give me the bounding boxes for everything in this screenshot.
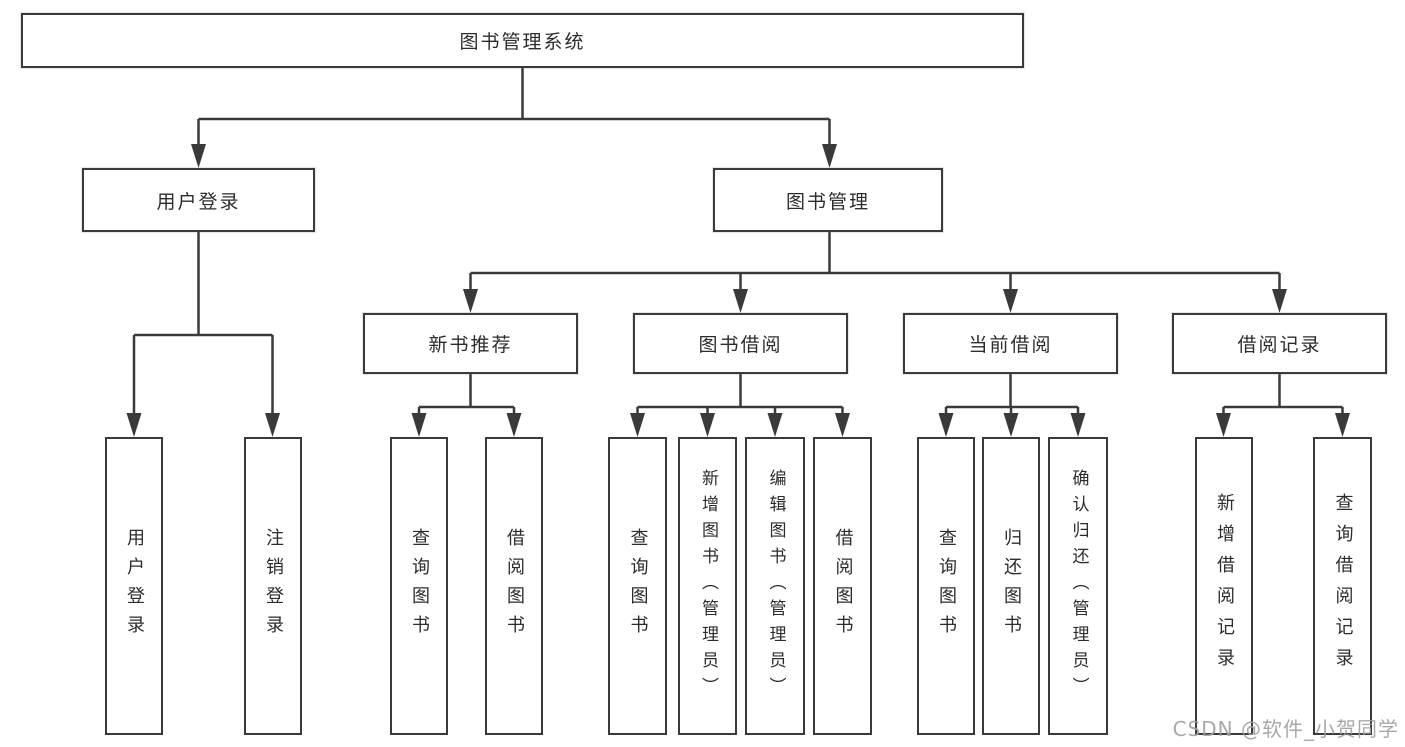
leaf-confirm-return-admin: 确认归还（管理员） xyxy=(1048,437,1108,735)
node-label: 注销登录 xyxy=(263,528,284,644)
node-label: 编辑图书（管理员） xyxy=(765,469,786,703)
leaf-borrow-books: 借阅图书 xyxy=(813,437,872,735)
node-label: 当前借阅 xyxy=(968,334,1053,356)
arrowheads xyxy=(126,144,1350,437)
connector-new-book-children xyxy=(417,374,516,420)
leaf-query-books-recommend: 查询图书 xyxy=(390,437,448,735)
node-label: 借阅图书 xyxy=(504,528,525,644)
leaf-borrow-books-recommend: 借阅图书 xyxy=(485,437,543,735)
leaf-user-login: 用户登录 xyxy=(105,437,163,735)
node-label: 查询图书 xyxy=(627,528,649,644)
leaf-query-books-borrow: 查询图书 xyxy=(608,437,667,735)
node-label: 查询图书 xyxy=(409,528,430,644)
connector-root-to-level2 xyxy=(197,68,831,150)
node-label: 图书管理 xyxy=(785,190,870,213)
connector-borrow-record-children xyxy=(1222,374,1344,420)
node-user-login: 用户登录 xyxy=(82,168,315,232)
leaf-return-books: 归还图书 xyxy=(982,437,1040,735)
node-root: 图书管理系统 xyxy=(21,13,1024,68)
leaf-add-borrow-record: 新增借阅记录 xyxy=(1195,437,1253,735)
leaf-query-borrow-record: 查询借阅记录 xyxy=(1313,437,1372,735)
node-label: 图书借阅 xyxy=(698,334,783,356)
leaf-logout: 注销登录 xyxy=(244,437,302,735)
connector-book-mgmt-to-level3 xyxy=(469,232,1281,296)
node-label: 图书管理系统 xyxy=(459,31,586,53)
node-new-book-recommend: 新书推荐 xyxy=(363,313,578,374)
leaf-edit-books-admin: 编辑图书（管理员） xyxy=(745,437,805,735)
connector-book-borrow-children xyxy=(636,374,844,420)
node-label: 用户登录 xyxy=(156,190,241,213)
node-current-borrow: 当前借阅 xyxy=(903,313,1118,374)
leaf-query-books-current: 查询图书 xyxy=(917,437,975,735)
connector-user-login-children xyxy=(132,232,274,420)
node-label: 归还图书 xyxy=(1001,528,1022,644)
node-book-borrow: 图书借阅 xyxy=(633,313,848,374)
node-label: 查询借阅记录 xyxy=(1332,493,1354,679)
node-borrow-record: 借阅记录 xyxy=(1172,313,1387,374)
node-label: 新书推荐 xyxy=(428,334,513,356)
node-label: 用户登录 xyxy=(124,528,145,644)
leaf-add-books-admin: 新增图书（管理员） xyxy=(678,437,737,735)
node-label: 新增借阅记录 xyxy=(1214,493,1235,679)
node-label: 查询图书 xyxy=(936,528,957,644)
node-label: 确认归还（管理员） xyxy=(1068,469,1089,703)
node-label: 借阅图书 xyxy=(832,528,854,644)
node-book-management: 图书管理 xyxy=(713,168,943,232)
node-label: 新增图书（管理员） xyxy=(698,469,718,703)
node-label: 借阅记录 xyxy=(1237,334,1322,356)
